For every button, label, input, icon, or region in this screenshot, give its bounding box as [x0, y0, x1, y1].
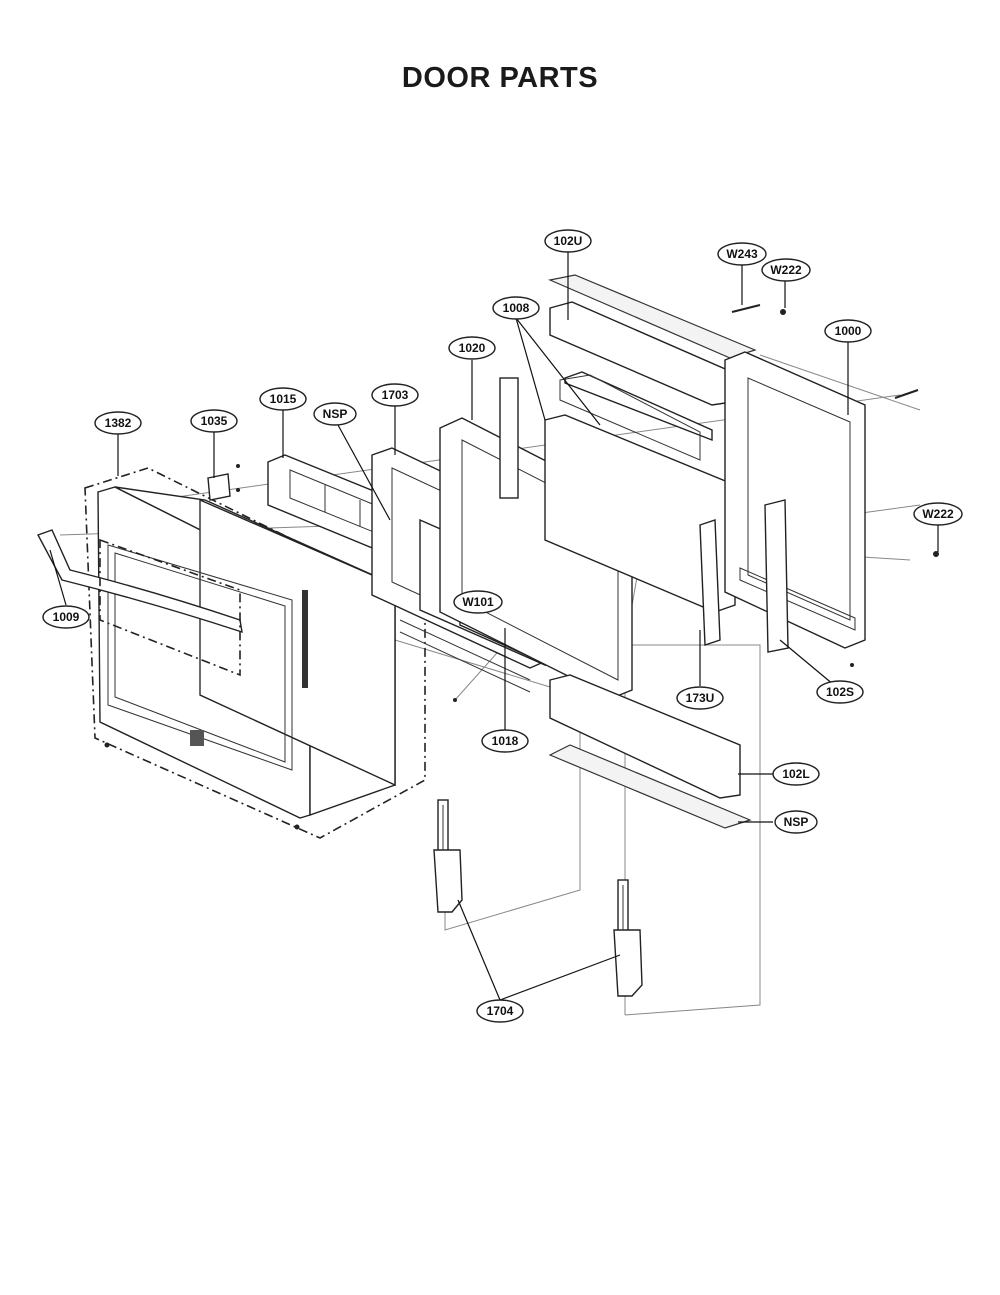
- callout-label: 102S: [826, 685, 854, 699]
- callout-1008: 1008: [492, 296, 540, 320]
- callout-label: 1009: [53, 610, 80, 624]
- callout-label: 1035: [201, 414, 228, 428]
- door-liner: [724, 351, 866, 667]
- callout-label: 1704: [487, 1004, 514, 1018]
- callout-1000: 1000: [824, 319, 872, 343]
- callout-label: W101: [462, 595, 494, 609]
- middle-glass-panel: [544, 371, 736, 613]
- page-title: DOOR PARTS: [401, 62, 599, 94]
- door-handle: [37, 529, 243, 677]
- screws: [453, 304, 939, 702]
- callout-label: 1382: [105, 416, 132, 430]
- outer-door-panel: [84, 467, 426, 839]
- callout-label: NSP: [323, 407, 348, 421]
- callout-102S: 102S: [816, 680, 864, 704]
- callout-label: W243: [726, 247, 758, 261]
- callout-NSP-lower: NSP: [774, 810, 818, 834]
- callout-1018: 1018: [481, 729, 529, 753]
- hinge-right: [613, 879, 643, 997]
- callout-102L: 102L: [772, 762, 820, 786]
- side-trim: [764, 499, 789, 653]
- callout-label: 173U: [686, 691, 715, 705]
- callout-1009: 1009: [42, 605, 90, 629]
- callout-label: 1015: [270, 392, 297, 406]
- callout-1703: 1703: [371, 383, 419, 407]
- callout-label: 1018: [492, 734, 519, 748]
- callout-label: 102U: [554, 234, 583, 248]
- callout-102U: 102U: [544, 229, 592, 253]
- callout-1015: 1015: [259, 387, 307, 411]
- callout-1035: 1035: [190, 409, 238, 433]
- callout-label: 1703: [382, 388, 409, 402]
- callout-label: W222: [770, 263, 802, 277]
- callout-label: NSP: [784, 815, 809, 829]
- callout-173U: 173U: [676, 686, 724, 710]
- hinge-left: [433, 799, 463, 913]
- callout-label: 102L: [782, 767, 809, 781]
- callout-label: 1008: [503, 301, 530, 315]
- callout-leaders: [49, 252, 939, 1001]
- side-seal-strip: [699, 519, 721, 646]
- bottom-trim: [548, 674, 752, 829]
- callout-1382: 1382: [94, 411, 142, 435]
- callout-label: 1020: [459, 341, 486, 355]
- callout-W222: W222: [761, 258, 811, 282]
- callout-label: W222: [922, 507, 954, 521]
- callout-NSP-upper: NSP: [313, 402, 357, 426]
- callout-W101: W101: [453, 590, 503, 614]
- callout-W243: W243: [717, 242, 767, 266]
- callout-1020: 1020: [448, 336, 496, 360]
- callout-1704: 1704: [476, 999, 524, 1023]
- callout-W222-right: W222: [913, 502, 963, 526]
- hinge-bracket: [207, 464, 240, 501]
- callout-label: 1000: [835, 324, 862, 338]
